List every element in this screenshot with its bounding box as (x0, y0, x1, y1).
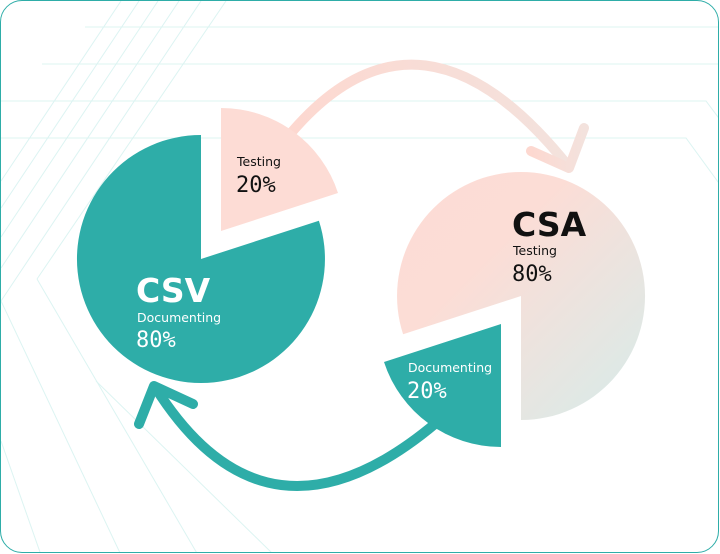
csv-testing-label: Testing (236, 154, 281, 169)
csv-pie: CSV Documenting 80% Testing 20% (76, 108, 338, 383)
csa-documenting-value: 20% (407, 379, 447, 404)
csa-testing-slice (397, 172, 646, 421)
csv-testing-slice (221, 108, 338, 231)
arrow-csa-to-csv (134, 381, 441, 491)
csv-documenting-label: Documenting (137, 310, 221, 325)
csv-documenting-slice (76, 135, 325, 383)
csa-documenting-slice (384, 324, 501, 447)
csa-testing-value: 80% (512, 262, 552, 287)
arrow-csv-to-csa (286, 59, 589, 173)
csa-documenting-label: Documenting (408, 360, 492, 375)
csv-documenting-value: 80% (136, 328, 176, 353)
csv-title: CSV (136, 271, 211, 310)
csa-title: CSA (512, 205, 587, 244)
csa-pie: CSA Testing 80% Documenting 20% (384, 172, 646, 447)
csa-testing-label: Testing (512, 243, 557, 258)
csv-testing-value: 20% (236, 173, 276, 198)
